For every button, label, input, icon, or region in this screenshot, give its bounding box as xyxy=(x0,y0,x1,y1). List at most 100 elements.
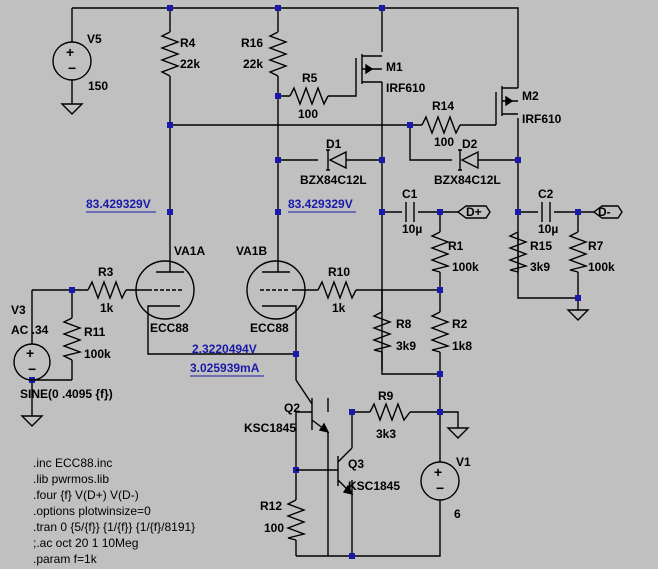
directive-line[interactable]: .four {f} V(D+) V(D-) xyxy=(33,488,139,502)
resistor-r14[interactable] xyxy=(421,115,461,135)
output-flag-dminus[interactable] xyxy=(592,205,623,219)
directive-line[interactable]: .options plotwinsize=0 xyxy=(33,504,151,518)
r16-name: R16 xyxy=(241,36,263,50)
resistor-r15[interactable] xyxy=(508,231,529,273)
mosfet-m2[interactable] xyxy=(495,86,518,116)
diode-d2[interactable] xyxy=(458,149,479,171)
d1-name: D1 xyxy=(326,137,342,151)
resistor-r12[interactable] xyxy=(286,499,307,541)
r1-name: R1 xyxy=(448,239,464,253)
r15-value: 3k9 xyxy=(530,260,550,274)
r8-name: R8 xyxy=(396,317,412,331)
m1-part: IRF610 xyxy=(386,81,426,95)
c2-value: 10µ xyxy=(538,222,558,236)
transistor-q2[interactable] xyxy=(295,379,330,434)
v3-value: AC .34 xyxy=(11,323,49,337)
svg-text:+: + xyxy=(26,345,34,361)
r3-value: 1k xyxy=(100,301,114,315)
capacitor-c2[interactable] xyxy=(541,202,551,222)
r9-name: R9 xyxy=(378,389,394,403)
r10-name: R10 xyxy=(328,265,350,279)
q2-part: KSC1845 xyxy=(244,421,296,435)
v5-value: 150 xyxy=(88,79,108,93)
diode-d1[interactable] xyxy=(326,149,347,171)
r15-name: R15 xyxy=(530,239,552,253)
mosfet-m1[interactable] xyxy=(355,54,382,84)
r7-name: R7 xyxy=(588,239,604,253)
va1a-name: VA1A xyxy=(174,244,205,258)
r5-name: R5 xyxy=(302,71,318,85)
v5-name: V5 xyxy=(87,32,102,46)
resistor-r11[interactable] xyxy=(61,317,83,361)
anode-voltage-a: 83.429329V xyxy=(86,197,151,211)
capacitor-c1[interactable] xyxy=(405,202,415,222)
ground-v1 xyxy=(446,427,470,439)
resistor-r2[interactable] xyxy=(430,311,451,353)
resistor-r3[interactable] xyxy=(87,280,127,300)
svg-text:−: − xyxy=(68,60,76,76)
cathode-current: 3.025939mA xyxy=(190,361,260,375)
r10-value: 1k xyxy=(332,301,346,315)
spice-directives[interactable]: .inc ECC88.inc .lib pwrmos.lib .four {f}… xyxy=(33,456,195,566)
voltage-source-v3[interactable]: + − xyxy=(13,343,51,381)
d2-part: BZX84C12L xyxy=(434,173,501,187)
c1-name: C1 xyxy=(402,187,418,201)
m2-name: M2 xyxy=(522,89,539,103)
directive-line[interactable]: ;.ac oct 20 1 10Meg xyxy=(33,536,138,550)
d1-part: BZX84C12L xyxy=(300,173,367,187)
v1-value: 6 xyxy=(454,507,461,521)
m2-part: IRF610 xyxy=(522,112,562,126)
r14-name: R14 xyxy=(432,99,454,113)
voltage-source-v5[interactable]: + − xyxy=(52,41,92,81)
directive-line[interactable]: .param f=1k xyxy=(33,552,98,566)
resistor-r10[interactable] xyxy=(317,280,357,300)
resistor-r1[interactable] xyxy=(430,231,451,273)
tube-va1b[interactable] xyxy=(246,250,306,320)
voltage-source-v1[interactable]: + − xyxy=(420,461,460,501)
r14-value: 100 xyxy=(434,135,454,149)
r2-value: 1k8 xyxy=(452,339,472,353)
dminus-label: D- xyxy=(598,205,611,219)
va1b-part: ECC88 xyxy=(250,321,289,335)
directive-line[interactable]: .tran 0 {5/{f}} {1/{f}} {1/{f}/8191} xyxy=(33,520,195,534)
r8-value: 3k9 xyxy=(396,339,416,353)
r11-value: 100k xyxy=(84,347,111,361)
transistor-q3[interactable] xyxy=(296,447,354,496)
ground-v3 xyxy=(20,415,44,427)
r3-name: R3 xyxy=(98,265,114,279)
r12-name: R12 xyxy=(260,499,282,513)
v3-name: V3 xyxy=(11,303,26,317)
svg-text:−: − xyxy=(28,361,36,377)
svg-text:+: + xyxy=(66,44,74,60)
directive-line[interactable]: .lib pwrmos.lib xyxy=(33,472,109,486)
output-flag-dplus[interactable] xyxy=(456,205,491,219)
resistor-r9[interactable] xyxy=(369,402,411,422)
resistor-r4[interactable] xyxy=(160,31,180,77)
m1-name: M1 xyxy=(386,60,403,74)
r5-value: 100 xyxy=(298,107,318,121)
resistor-r16[interactable] xyxy=(268,31,288,77)
resistor-r5[interactable] xyxy=(289,86,329,106)
c1-value: 10µ xyxy=(402,222,422,236)
tube-va1a[interactable] xyxy=(135,250,195,320)
junction-dots xyxy=(29,5,581,559)
r2-name: R2 xyxy=(452,317,468,331)
q3-name: Q3 xyxy=(348,457,364,471)
r4-name: R4 xyxy=(180,36,196,50)
anode-voltage-b: 83.429329V xyxy=(288,197,353,211)
va1b-name: VA1B xyxy=(236,244,267,258)
directive-line[interactable]: .inc ECC88.inc xyxy=(33,456,112,470)
cathode-voltage: 2.3220494V xyxy=(192,342,257,356)
resistor-r8[interactable] xyxy=(372,311,393,353)
r9-value: 3k3 xyxy=(376,427,396,441)
resistor-r7[interactable] xyxy=(568,231,589,273)
ground-v5 xyxy=(60,103,84,115)
r4-value: 22k xyxy=(180,57,200,71)
q2-name: Q2 xyxy=(284,401,300,415)
v1-name: V1 xyxy=(456,455,471,469)
va1a-part: ECC88 xyxy=(150,321,189,335)
c2-name: C2 xyxy=(538,187,554,201)
ground-r7 xyxy=(566,309,590,321)
